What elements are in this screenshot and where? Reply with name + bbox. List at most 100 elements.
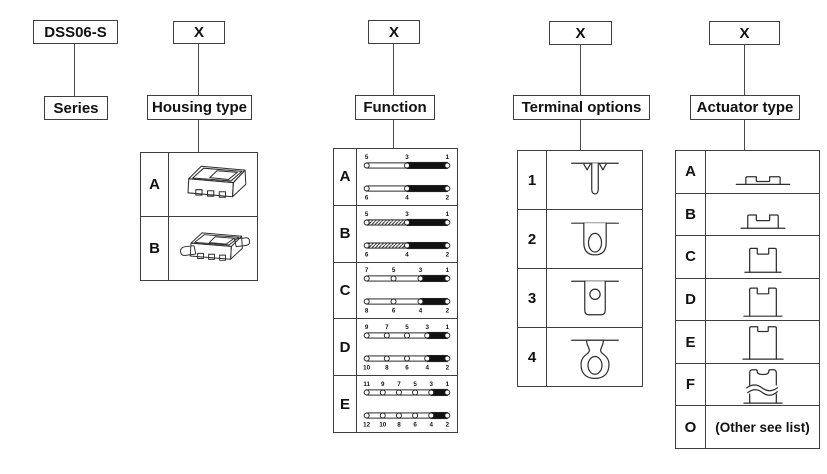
keyhole-lug-terminal-icon	[570, 339, 619, 380]
svg-text:6: 6	[405, 365, 409, 372]
svg-text:2: 2	[446, 308, 450, 315]
actuator-row-b: B	[676, 192, 819, 236]
actuator-key-o: O	[676, 406, 706, 449]
terminal-row-1: 1	[518, 151, 642, 209]
actuator-code-box: X	[709, 21, 780, 45]
series-connector-line	[74, 44, 76, 96]
actuator-code: X	[739, 24, 750, 42]
series-label-box: Series	[44, 96, 108, 120]
actuator-row-a: A	[676, 151, 819, 193]
housing-code: X	[193, 24, 204, 41]
actuator-row-o: O (Other see list)	[676, 405, 819, 449]
slide-switch-body-plain-icon	[187, 165, 247, 198]
svg-text:7: 7	[397, 381, 401, 388]
svg-text:10: 10	[363, 365, 370, 372]
terminal-code-box: X	[549, 21, 612, 45]
actuator-table: A B C	[675, 150, 820, 449]
svg-text:5: 5	[405, 325, 409, 332]
function-label-box: Function	[355, 95, 435, 120]
svg-text:9: 9	[381, 381, 385, 388]
svg-text:3: 3	[405, 211, 409, 218]
svg-text:1: 1	[446, 325, 450, 332]
svg-text:5: 5	[365, 211, 369, 218]
svg-text:8: 8	[385, 365, 389, 372]
function-key-b: B	[334, 205, 357, 262]
terminal-label: Terminal options	[521, 99, 642, 116]
actuator-connector-line-top	[744, 45, 746, 95]
actuator-other-note: (Other see list)	[715, 419, 810, 435]
svg-text:1: 1	[446, 268, 450, 275]
housing-code-box: X	[173, 21, 225, 44]
actuator-row-c: C	[676, 235, 819, 278]
actuator-profile-medium-high-icon	[742, 286, 783, 317]
svg-text:3: 3	[419, 268, 423, 275]
housing-key-b: B	[141, 217, 169, 280]
svg-text:4: 4	[425, 365, 429, 372]
function-key-c: C	[334, 262, 357, 319]
actuator-connector-line-bottom	[744, 120, 746, 150]
svg-text:3: 3	[405, 154, 409, 161]
svg-text:5: 5	[365, 154, 369, 161]
terminal-label-box: Terminal options	[513, 95, 650, 120]
actuator-key-e: E	[676, 321, 706, 363]
function-key-e: E	[334, 376, 357, 432]
svg-text:8: 8	[397, 422, 401, 429]
svg-text:1: 1	[446, 381, 450, 388]
actuator-row-e: E	[676, 320, 819, 363]
svg-text:6: 6	[392, 308, 396, 315]
terminal-key-4: 4	[518, 328, 547, 386]
housing-connector-line-bottom	[198, 120, 200, 152]
actuator-row-d: D	[676, 277, 819, 321]
terminal-row-2: 2	[518, 209, 642, 268]
svg-text:10: 10	[379, 422, 386, 429]
actuator-label: Actuator type	[696, 99, 794, 116]
svg-text:3: 3	[429, 381, 433, 388]
svg-text:7: 7	[385, 325, 389, 332]
housing-row-a: A	[141, 153, 257, 216]
svg-text:4: 4	[419, 308, 423, 315]
svg-text:7: 7	[365, 268, 369, 275]
housing-row-b: B	[141, 216, 257, 280]
function-label: Function	[363, 99, 427, 116]
actuator-profile-medium-low-icon	[739, 214, 786, 230]
function-key-d: D	[334, 319, 357, 376]
terminal-row-4: 4	[518, 327, 642, 386]
svg-text:8: 8	[365, 308, 369, 315]
actuator-key-f: F	[676, 363, 706, 406]
series-label: Series	[53, 99, 99, 117]
actuator-row-f: F	[676, 362, 819, 406]
actuator-key-c: C	[676, 236, 706, 278]
svg-text:4: 4	[405, 194, 409, 201]
slide-switch-body-flanged-icon	[180, 231, 251, 261]
housing-key-a: A	[141, 153, 169, 216]
terminal-connector-line-top	[580, 45, 582, 95]
terminal-table: 1 2 3	[517, 150, 643, 387]
actuator-key-b: B	[676, 193, 706, 236]
actuator-profile-extended-break-icon	[742, 368, 783, 404]
plate-round-hole-terminal-icon	[570, 280, 619, 316]
terminal-row-3: 3	[518, 268, 642, 327]
terminal-key-2: 2	[518, 210, 547, 268]
svg-text:1: 1	[446, 154, 450, 161]
terminal-connector-line-bottom	[580, 120, 582, 150]
svg-text:3: 3	[425, 325, 429, 332]
actuator-profile-high-icon	[741, 326, 784, 360]
terminal-key-1: 1	[518, 151, 547, 209]
function-code: X	[388, 23, 399, 41]
function-code-box: X	[368, 20, 420, 44]
function-key-a: A	[334, 149, 357, 205]
housing-label: Housing type	[151, 99, 247, 116]
svg-text:1: 1	[446, 211, 450, 218]
svg-text:5: 5	[413, 381, 417, 388]
